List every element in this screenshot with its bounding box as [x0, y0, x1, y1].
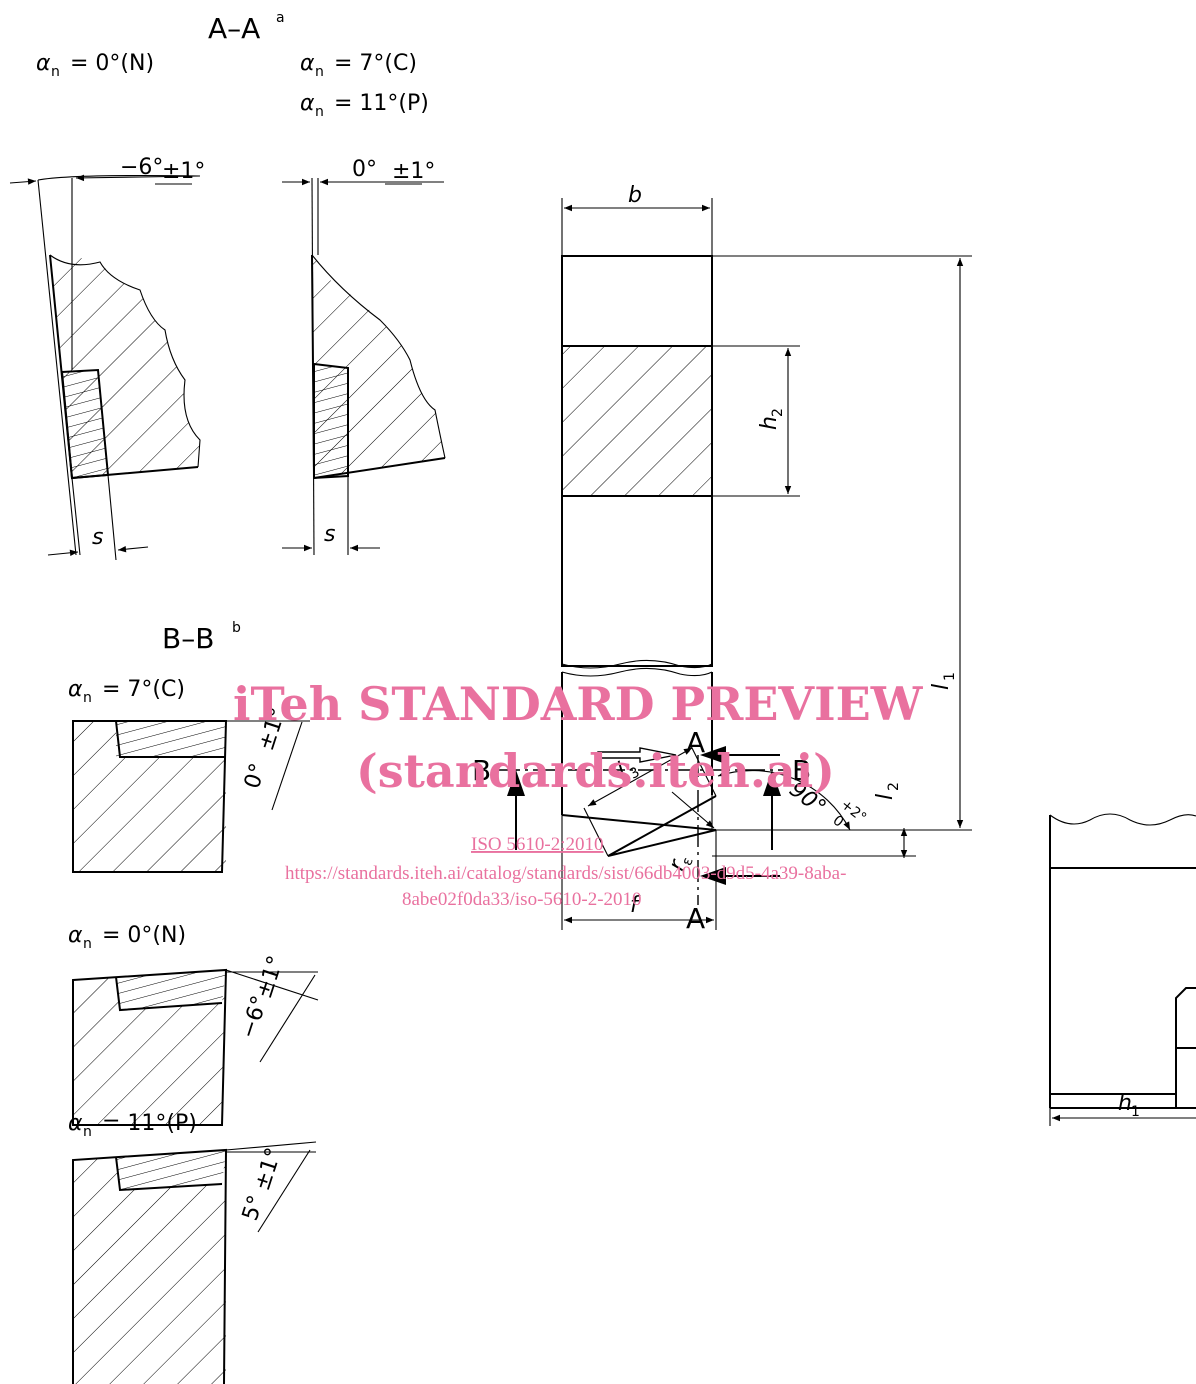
- alpha-right-label-2: α n = 11°(P): [300, 91, 429, 120]
- svg-text:h: h: [1118, 1091, 1132, 1116]
- watermark-subtitle: (standards.iteh.ai): [356, 744, 835, 798]
- dim-l2: l 2: [873, 782, 902, 800]
- section-b-left: B: [472, 754, 491, 787]
- svg-text:n: n: [83, 936, 92, 952]
- section-bb-title: B–B: [162, 622, 214, 655]
- dim-h2: h 2: [757, 408, 786, 430]
- section-aa: A–A a α n = 0°(N) α n = 7°(C) α n = 11°(…: [9, 10, 446, 561]
- alpha-bb-case3-label: α n = 11°(P): [68, 1111, 197, 1140]
- main-view: b h 2 l 1 l 2 l 3: [472, 183, 972, 935]
- svg-text:α: α: [36, 51, 51, 76]
- svg-text:n: n: [51, 64, 60, 80]
- watermark-standard-link[interactable]: ISO 5610-2:2010: [471, 834, 603, 855]
- svg-text:l: l: [929, 684, 954, 690]
- svg-text:α: α: [68, 1111, 83, 1136]
- bb-case1-profile: 0° ±1°: [72, 705, 310, 873]
- aa-right-s: s: [324, 522, 335, 547]
- aa-right-angle: 0°: [352, 157, 377, 182]
- svg-text:= 0°(N): = 0°(N): [70, 51, 154, 76]
- svg-text:α: α: [300, 91, 315, 116]
- section-aa-title: A–A: [208, 12, 260, 45]
- svg-text:1: 1: [1131, 1104, 1140, 1120]
- aa-left-s: s: [92, 525, 103, 550]
- svg-text:h: h: [757, 416, 782, 430]
- svg-text:= 0°(N): = 0°(N): [102, 923, 186, 948]
- svg-text:α: α: [68, 923, 83, 948]
- dim-h1: h 1: [1118, 1091, 1140, 1120]
- alpha-bb-case2-label: α n = 0°(N): [68, 923, 186, 952]
- svg-text:n: n: [315, 104, 324, 120]
- svg-text:l: l: [873, 794, 898, 800]
- watermark-url-line2[interactable]: 8abe02f0da33/iso-5610-2-2010: [402, 889, 642, 910]
- bb-case3-angle: 5°: [238, 1192, 270, 1224]
- watermark: iTeh STANDARD PREVIEW (standards.iteh.ai…: [233, 677, 924, 910]
- bb-case2-profile: −6° ±1°: [72, 953, 319, 1126]
- dim-angle-tol-lower: 0: [830, 813, 847, 831]
- dim-f: f: [630, 893, 641, 918]
- svg-text:= 11°(P): = 11°(P): [102, 1111, 197, 1136]
- aa-right-profile: 0° ±1° s: [282, 157, 446, 556]
- svg-text:= 7°(C): = 7°(C): [334, 51, 417, 76]
- watermark-title: iTeh STANDARD PREVIEW: [233, 677, 924, 731]
- section-aa-note: a: [276, 10, 285, 26]
- section-b-right: B: [792, 754, 811, 787]
- section-a-bottom: A: [686, 902, 705, 935]
- dim-l1: l 1: [929, 672, 958, 690]
- aa-right-tol: ±1°: [392, 159, 435, 184]
- alpha-right-label-1: α n = 7°(C): [300, 51, 417, 80]
- svg-text:α: α: [300, 51, 315, 76]
- alpha-bb-case1-label: α n = 7°(C): [68, 677, 185, 706]
- section-bb-note: b: [232, 620, 241, 636]
- side-view: h 1: [1049, 813, 1196, 1126]
- alpha-left-label: α n = 0°(N): [36, 51, 154, 80]
- watermark-url-line1[interactable]: https://standards.iteh.ai/catalog/standa…: [285, 863, 846, 884]
- section-a-top: A: [686, 726, 705, 759]
- svg-text:n: n: [83, 1124, 92, 1140]
- aa-left-angle: −6°: [120, 155, 163, 180]
- svg-text:n: n: [315, 64, 324, 80]
- svg-text:1: 1: [942, 672, 958, 681]
- aa-left-tol: ±1°: [162, 159, 205, 184]
- bb-case3-profile: 5° ±1°: [72, 1141, 317, 1384]
- dim-b: b: [628, 183, 642, 208]
- bb-case2-tol: ±1°: [252, 953, 289, 1002]
- svg-text:= 7°(C): = 7°(C): [102, 677, 185, 702]
- svg-text:α: α: [68, 677, 83, 702]
- aa-left-profile: −6° ±1° s: [9, 155, 205, 561]
- svg-text:n: n: [83, 690, 92, 706]
- svg-text:= 11°(P): = 11°(P): [334, 91, 429, 116]
- section-bb: B–B b α n = 7°(C) 0° ±1° α n = 0°(N): [68, 620, 319, 1384]
- svg-text:2: 2: [770, 408, 786, 417]
- bb-case1-angle: 0°: [240, 760, 272, 792]
- svg-text:2: 2: [886, 782, 902, 791]
